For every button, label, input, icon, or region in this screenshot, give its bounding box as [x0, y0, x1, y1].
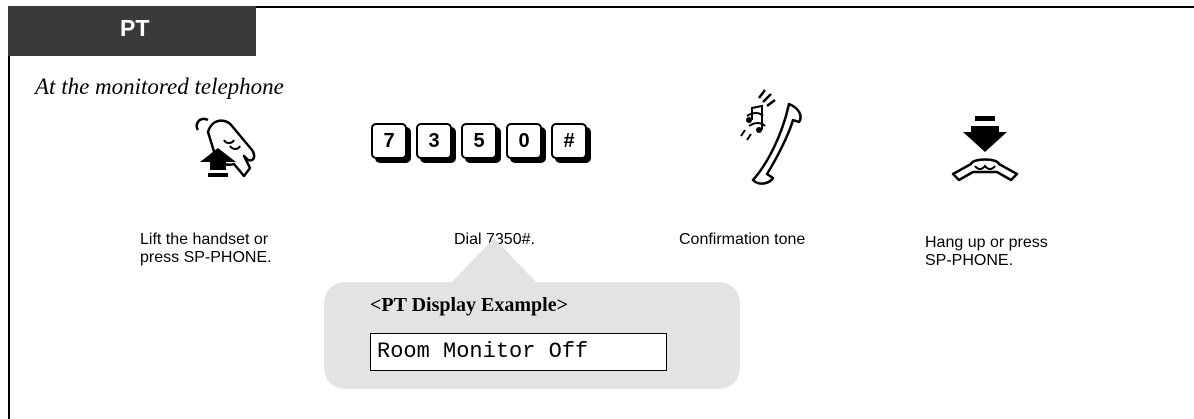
lift-handset-icon [178, 110, 273, 190]
ringing-handset-icon [733, 86, 813, 201]
lift-caption-line2: press SP-PHONE. [140, 249, 272, 266]
hangup-caption: Hang up or press SP-PHONE. [925, 234, 1125, 270]
hangup-caption-line2: SP-PHONE. [925, 252, 1014, 269]
tone-caption: Confirmation tone [679, 231, 806, 248]
frame-top-border [8, 6, 1194, 8]
key-3: 3 [416, 123, 452, 159]
frame-left-border [8, 6, 10, 419]
key-7: 7 [371, 123, 407, 159]
lift-caption: Lift the handset or press SP-PHONE. [140, 231, 340, 267]
display-screen: Room Monitor Off [370, 333, 667, 371]
key-0: 0 [506, 123, 542, 159]
section-heading: At the monitored telephone [35, 74, 284, 99]
display-example-title: <PT Display Example> [370, 294, 569, 316]
tab-label: PT [120, 15, 150, 41]
lift-caption-line1: Lift the handset or [140, 231, 269, 248]
key-5: 5 [461, 123, 497, 159]
key-hash: # [551, 123, 587, 159]
pt-tab: PT [8, 6, 256, 56]
keypad-icon: 7 3 5 0 # [371, 123, 587, 159]
hangup-caption-line1: Hang up or press [925, 234, 1048, 251]
hang-up-icon [945, 108, 1025, 193]
